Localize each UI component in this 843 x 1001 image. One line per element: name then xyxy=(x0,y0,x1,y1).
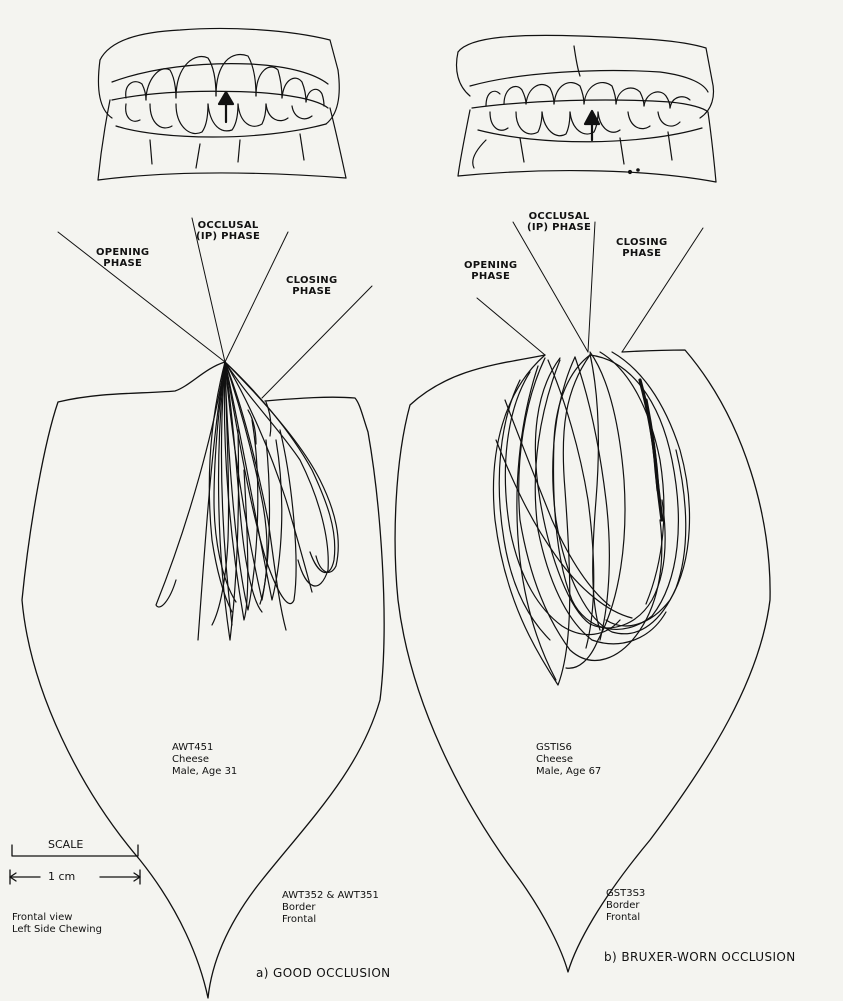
subject-info-b: Male, Age 67 xyxy=(536,766,601,778)
subject-block-a: AWT451 Cheese Male, Age 31 xyxy=(172,742,237,778)
caption-b: b) BRUXER-WORN OCCLUSION xyxy=(604,950,796,964)
subject-id-a: AWT451 xyxy=(172,742,237,754)
phase-lines-a xyxy=(58,218,372,398)
view-note: Frontal view Left Side Chewing xyxy=(12,912,102,936)
border-view-a: Frontal xyxy=(282,914,379,926)
border-type-a: Border xyxy=(282,902,379,914)
subject-info-a: Male, Age 31 xyxy=(172,766,237,778)
border-type-b: Border xyxy=(606,900,645,912)
phase-lines-b xyxy=(477,222,703,355)
subject-food-b: Cheese xyxy=(536,754,601,766)
occlusal-phase-label-a: OCCLUSAL (IP) PHASE xyxy=(196,220,260,242)
closing-phase-label-a: CLOSING PHASE xyxy=(286,275,337,297)
closing-phase-label-b: CLOSING PHASE xyxy=(616,237,667,259)
opening-phase-label-b: OPENING PHASE xyxy=(464,260,517,282)
border-ids-a: AWT352 & AWT351 xyxy=(282,890,379,902)
border-block-a: AWT352 & AWT351 Border Frontal xyxy=(282,890,379,926)
border-view-b: Frontal xyxy=(606,912,645,924)
border-envelope-b xyxy=(395,350,770,972)
subject-id-b: GSTIS6 xyxy=(536,742,601,754)
occlusal-phase-label-b: OCCLUSAL (IP) PHASE xyxy=(527,211,591,233)
scale-title: SCALE xyxy=(48,838,83,851)
subject-block-b: GSTIS6 Cheese Male, Age 67 xyxy=(536,742,601,778)
arrow-a xyxy=(219,92,233,122)
chewing-traces-a xyxy=(156,362,338,640)
caption-a: a) GOOD OCCLUSION xyxy=(256,966,391,980)
teeth-sketch-b xyxy=(457,35,717,182)
border-block-b: GST3S3 Border Frontal xyxy=(606,888,645,924)
subject-food-a: Cheese xyxy=(172,754,237,766)
chewing-traces-b xyxy=(493,352,689,685)
scale-unit: 1 cm xyxy=(48,870,75,883)
view-note-line1: Frontal view xyxy=(12,912,102,924)
border-ids-b: GST3S3 xyxy=(606,888,645,900)
view-note-line2: Left Side Chewing xyxy=(12,924,102,936)
opening-phase-label-a: OPENING PHASE xyxy=(96,247,149,269)
